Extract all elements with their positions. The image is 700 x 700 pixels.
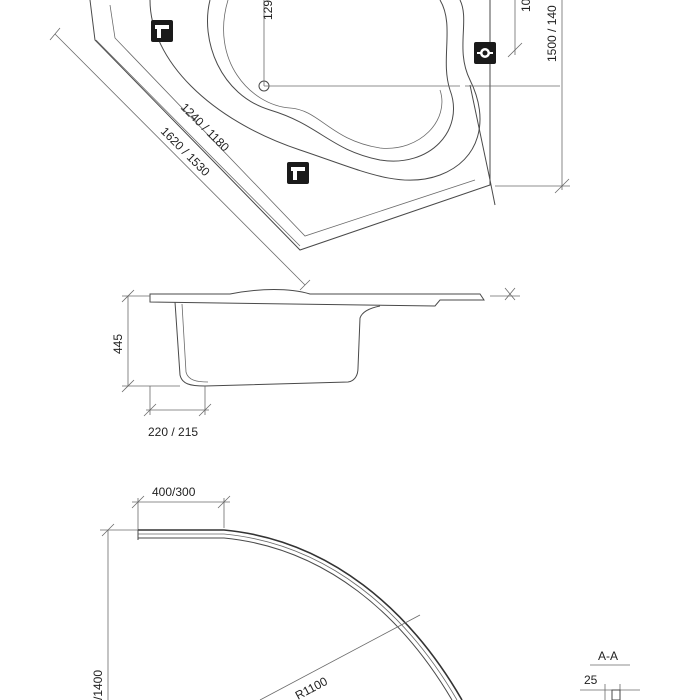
dim-radius: R1100 [293, 674, 330, 700]
panel-outer-arc [138, 529, 463, 700]
top-view: 1240 / 1180 1620 / 1530 1290 10 1500 / 1… [49, 0, 570, 291]
tub-side-rim [149, 289, 485, 307]
faucet-icon [151, 20, 173, 42]
faucet-icon [287, 162, 309, 184]
tub-side-body [174, 301, 381, 387]
inner-dim-line [95, 39, 301, 247]
dim-height: 445 [111, 334, 125, 354]
dim-right-partial: 10 [519, 0, 533, 12]
section-profile [611, 689, 621, 700]
radius-dim-line [259, 614, 421, 700]
dim-section: 25 [584, 673, 598, 687]
dim-step-width: 220 / 215 [148, 425, 198, 439]
tub-seat-curve [223, 0, 443, 149]
side-view: 445 220 / 215 [111, 287, 520, 439]
tub-basin-inner [207, 0, 454, 162]
outer-dim-line [54, 33, 306, 286]
tub-basin-outer [149, 0, 481, 181]
panel-view: 400/300 /1400 R1100 A-A 25 [91, 485, 640, 700]
panel-inner-arc [138, 537, 453, 700]
section-label: A-A [598, 649, 618, 663]
tub-outer-rim [89, 0, 491, 251]
dim-right-full: 1500 / 140 [545, 5, 559, 62]
dim-panel-height: /1400 [91, 670, 105, 700]
drain-icon [474, 42, 496, 64]
dim-top-partial: 1290 [261, 0, 275, 20]
dim-panel-width: 400/300 [152, 485, 196, 499]
tub-outer-rim-inner [109, 4, 476, 237]
